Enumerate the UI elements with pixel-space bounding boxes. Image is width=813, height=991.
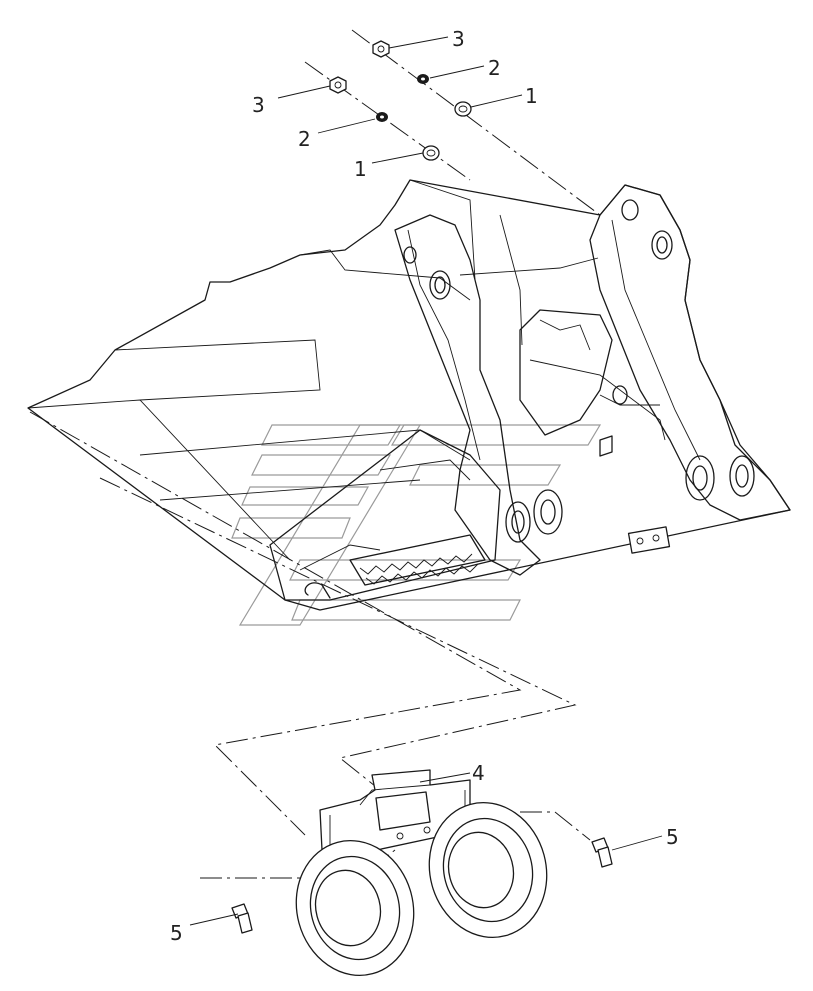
lock-washer-top xyxy=(417,74,429,84)
assembly-centerlines xyxy=(29,29,601,879)
bolt-right xyxy=(591,837,613,868)
callout-1-top: 1 xyxy=(525,84,538,108)
callout-3-left: 3 xyxy=(252,93,265,117)
callout-3-top: 3 xyxy=(452,27,465,51)
watermark-logo xyxy=(231,424,602,626)
callout-5-right: 5 xyxy=(666,825,679,849)
bolt-left xyxy=(231,903,253,934)
hex-nut-left xyxy=(329,76,347,94)
leader-lines xyxy=(189,36,663,926)
loader-front-frame xyxy=(27,179,791,611)
flat-washer-left xyxy=(422,145,440,161)
flat-washer-top xyxy=(454,101,472,117)
callout-1-left: 1 xyxy=(354,157,367,181)
callout-4: 4 xyxy=(472,761,485,785)
callout-labels: 3 2 1 3 2 1 4 5 5 xyxy=(170,27,679,945)
lock-washer-left xyxy=(376,112,388,122)
callout-5-left: 5 xyxy=(170,921,183,945)
callout-2-top: 2 xyxy=(488,56,501,80)
callout-2-left: 2 xyxy=(298,127,311,151)
headlamp-assembly xyxy=(295,769,548,977)
hex-nut-top xyxy=(372,40,390,58)
